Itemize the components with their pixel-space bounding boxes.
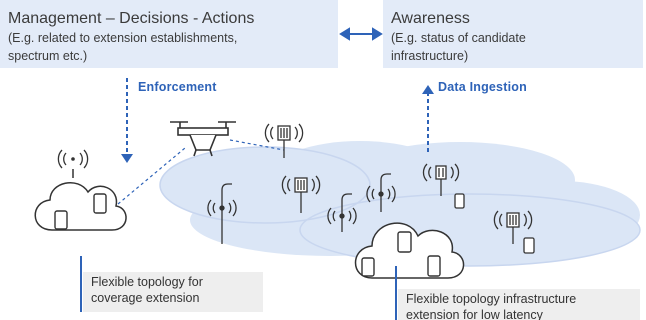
bidirectional-arrow-icon [339, 27, 383, 41]
device-icon [397, 231, 412, 253]
device-icon [427, 255, 441, 277]
lamp-post-icon [207, 183, 237, 244]
data-ingestion-arrow [422, 85, 434, 155]
latency-note-line2: extension for low latency [406, 308, 543, 320]
lamp-post-icon [327, 193, 357, 232]
data-ingestion-label: Data Ingestion [438, 80, 527, 94]
antenna-tower-icon [493, 210, 533, 244]
coverage-note-line1: Flexible topology for [91, 275, 203, 289]
device-icon [523, 237, 535, 254]
awareness-title: Awareness [391, 10, 470, 27]
device-icon [93, 193, 107, 214]
enforcement-arrow [121, 78, 133, 163]
coverage-note-line2: coverage extension [91, 291, 200, 305]
low-latency-note: Flexible topology infrastructure extensi… [398, 289, 640, 320]
antenna-tower-icon [264, 123, 304, 158]
management-title: Management – Decisions - Actions [8, 10, 255, 27]
management-box: Management – Decisions - Actions (E.g. r… [0, 0, 338, 68]
drone-icon [170, 121, 236, 157]
awareness-line2: infrastructure) [391, 49, 469, 63]
management-line1: (E.g. related to extension establishment… [8, 31, 238, 45]
device-icon [454, 193, 465, 209]
right-cloud-icon [354, 222, 465, 279]
latency-note-line1: Flexible topology infrastructure [406, 292, 577, 306]
antenna-tower-icon [281, 175, 321, 213]
device-icon [54, 210, 68, 230]
antenna-tower-icon [422, 163, 460, 196]
left-cloud-icon [34, 149, 127, 231]
awareness-line1: (E.g. status of candidate [391, 31, 526, 45]
device-icon [361, 257, 375, 277]
management-line2: spectrum etc.) [8, 49, 88, 63]
lamp-post-icon [366, 173, 396, 212]
coverage-extension-note: Flexible topology for coverage extension [83, 272, 263, 312]
enforcement-label: Enforcement [138, 80, 217, 94]
awareness-box: Awareness (E.g. status of candidate infr… [383, 0, 643, 68]
